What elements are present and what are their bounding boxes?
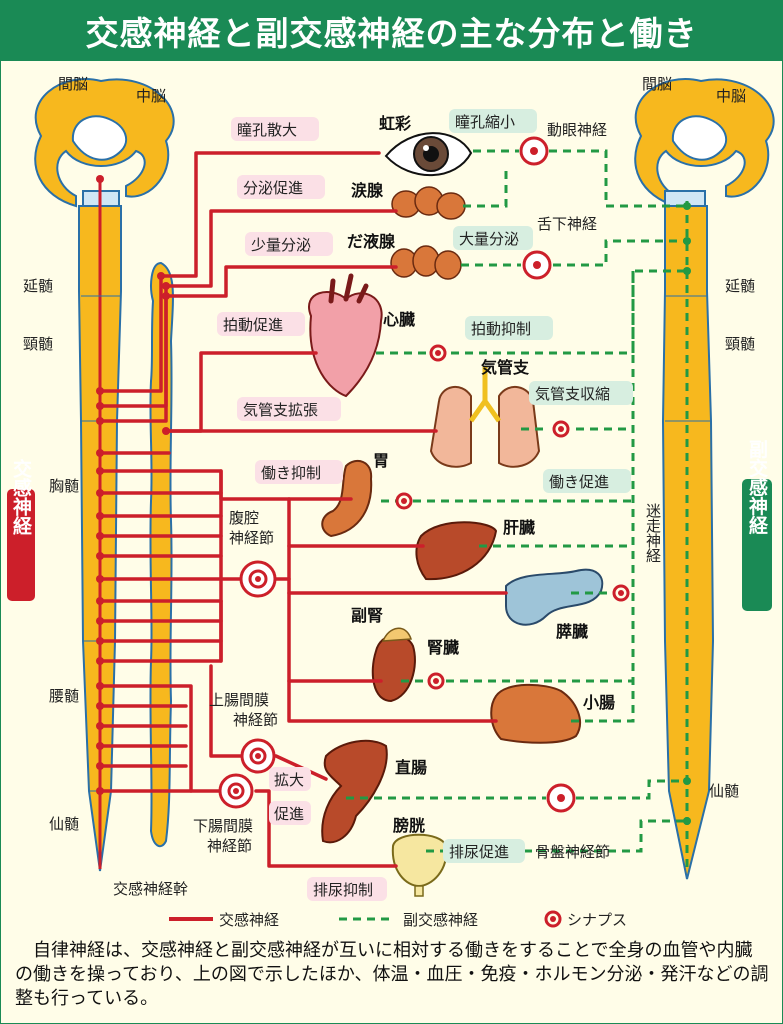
inf-mesenteric-ganglion <box>218 773 254 809</box>
iris-label: 虹彩 <box>379 114 411 133</box>
effect-stomach-inhibition: 働き抑制 <box>261 464 321 482</box>
para-synapses <box>395 136 630 813</box>
effect-bronchoconstriction: 気管支収縮 <box>535 385 610 403</box>
lacrimal-label: 涙腺 <box>351 181 384 200</box>
sup-mesenteric-label-line1: 上腸間膜 <box>209 691 269 709</box>
trunk-dots <box>96 272 170 795</box>
legend: 交感神経 副交感神経 シナプス <box>169 910 627 929</box>
parasympathetic-effect-labels: 瞳孔縮小 大量分泌 拍動抑制 気管支収縮 働き促進 排尿促進 <box>449 113 610 861</box>
legend-synapse: シナプス <box>567 911 627 929</box>
lacrimal-gland-illustration <box>391 186 466 220</box>
liver-label: 肝臓 <box>503 518 535 537</box>
effect-heart-deceleration: 拍動抑制 <box>471 320 531 338</box>
left-sacral-label: 仙髄 <box>49 815 79 833</box>
sup-mesenteric-label-line2: 神経節 <box>233 711 278 729</box>
effect-urination-promotion: 排尿促進 <box>449 843 509 861</box>
heart-illustration <box>308 273 383 398</box>
right-medulla-label: 延髄 <box>725 277 755 295</box>
right-spine-dots <box>683 202 691 825</box>
right-sacral-label: 仙髄 <box>709 782 739 800</box>
salivary-gland-illustration <box>390 245 462 280</box>
pelvic-label: 骨盤神経節 <box>535 843 610 861</box>
left-spine-labels: 間脳 中脳 延髄 頸髄 胸髄 腰髄 仙髄 交感神経幹 <box>23 75 188 898</box>
bladder-illustration <box>391 833 448 897</box>
right-spine-labels: 間脳 中脳 延髄 頸髄 仙髄 <box>642 75 755 800</box>
left-medulla-label: 延髄 <box>23 277 53 295</box>
parasympathetic-paths <box>346 149 687 853</box>
rectum-illustration <box>321 739 388 844</box>
effect-stomach-promotion: 働き促進 <box>549 473 609 491</box>
sup-mesenteric-ganglion <box>240 738 276 774</box>
effect-secretion-promotion: 分泌促進 <box>243 179 303 197</box>
nervous-system-diagram: .red { stroke:#cc1f2a; stroke-width:3.5;… <box>7 75 775 929</box>
heart-label: 心臓 <box>383 310 415 329</box>
inf-mesenteric-label-line2: 神経節 <box>207 837 252 855</box>
left-midbrain-label: 中脳 <box>136 87 166 105</box>
right-midbrain-label: 中脳 <box>716 87 746 105</box>
left-thoracic-label: 胸髄 <box>49 477 79 495</box>
parasympathetic-system-label: 副交感神経 <box>746 439 768 534</box>
right-brain <box>634 78 775 212</box>
bronchi-label: 気管支 <box>481 358 530 377</box>
effect-large-secretion: 大量分泌 <box>459 230 519 248</box>
kidney-illustration <box>371 627 416 703</box>
effect-heart-acceleration: 拍動促進 <box>223 316 283 334</box>
effect-bronchodilation: 気管支拡張 <box>243 401 318 419</box>
effect-rectum-2: 促進 <box>274 805 304 823</box>
stomach-label: 胃 <box>373 451 389 470</box>
legend-sympathetic: 交感神経 <box>219 911 279 929</box>
effect-pupil-constriction: 瞳孔縮小 <box>455 113 515 131</box>
title-bar: 交感神経と副交感神経の主な分布と働き <box>1 1 782 61</box>
hypoglossal-label: 舌下神経 <box>537 215 597 233</box>
lungs-illustration <box>429 366 541 468</box>
sympathetic-paths <box>98 151 508 868</box>
effect-urination-inhibition: 排尿抑制 <box>313 881 373 899</box>
left-cervical-label: 頸髄 <box>23 335 53 353</box>
salivary-label: だ液腺 <box>347 232 396 251</box>
celiac-label-line1: 腹腔 <box>229 509 259 527</box>
eye-illustration <box>384 132 473 177</box>
right-cervical-label: 頸髄 <box>725 335 755 353</box>
trunk-label: 交感神経幹 <box>113 880 188 898</box>
effect-small-secretion: 少量分泌 <box>251 236 311 254</box>
legend-parasympathetic: 副交感神経 <box>403 911 478 929</box>
celiac-ganglion <box>239 560 277 598</box>
bladder-label: 膀胱 <box>393 816 425 835</box>
organ-labels: 虹彩 涙腺 だ液腺 心臓 気管支 胃 肝臓 膵臓 副腎 腎臓 小腸 直腸 膀胱 <box>347 114 615 835</box>
kidney-label: 腎臓 <box>427 638 459 657</box>
vagus-label: 迷走神経 <box>644 503 662 563</box>
liver-illustration <box>415 521 498 581</box>
nerve-labels: 動眼神経 舌下神経 迷走神経 腹腔 神経節 上腸間膜 神経節 下腸間膜 神経節 … <box>193 121 662 861</box>
celiac-label-line2: 神経節 <box>229 529 274 547</box>
left-interbrain-label: 間脳 <box>58 75 88 93</box>
effect-pupil-dilation: 瞳孔散大 <box>237 121 297 139</box>
left-lumbar-label: 腰髄 <box>49 687 79 705</box>
oculomotor-label: 動眼神経 <box>547 121 607 139</box>
page-title: 交感神経と副交感神経の主な分布と働き <box>85 14 698 53</box>
effect-rectum-1: 拡大 <box>274 771 304 789</box>
small-intestine-label: 小腸 <box>583 693 615 712</box>
pancreas-label: 膵臓 <box>556 622 588 641</box>
rectum-label: 直腸 <box>395 758 427 777</box>
right-interbrain-label: 間脳 <box>642 75 672 93</box>
pancreas-illustration <box>505 568 604 626</box>
sympathetic-system-label: 交感神経 <box>10 458 32 535</box>
left-brain-dot <box>96 175 104 183</box>
caption: 自律神経は、交感神経と副交感神経が互いに相対する働きをすることで全身の血管や内臓… <box>15 940 769 1009</box>
left-brain <box>34 78 175 212</box>
small-intestine-illustration <box>490 683 581 744</box>
sympathetic-effect-labels: 瞳孔散大 分泌促進 少量分泌 拍動促進 気管支拡張 働き抑制 拡大 促進 排尿抑… <box>223 121 373 899</box>
adrenal-label: 副腎 <box>351 606 383 625</box>
inf-mesenteric-label-line1: 下腸間膜 <box>193 817 253 835</box>
